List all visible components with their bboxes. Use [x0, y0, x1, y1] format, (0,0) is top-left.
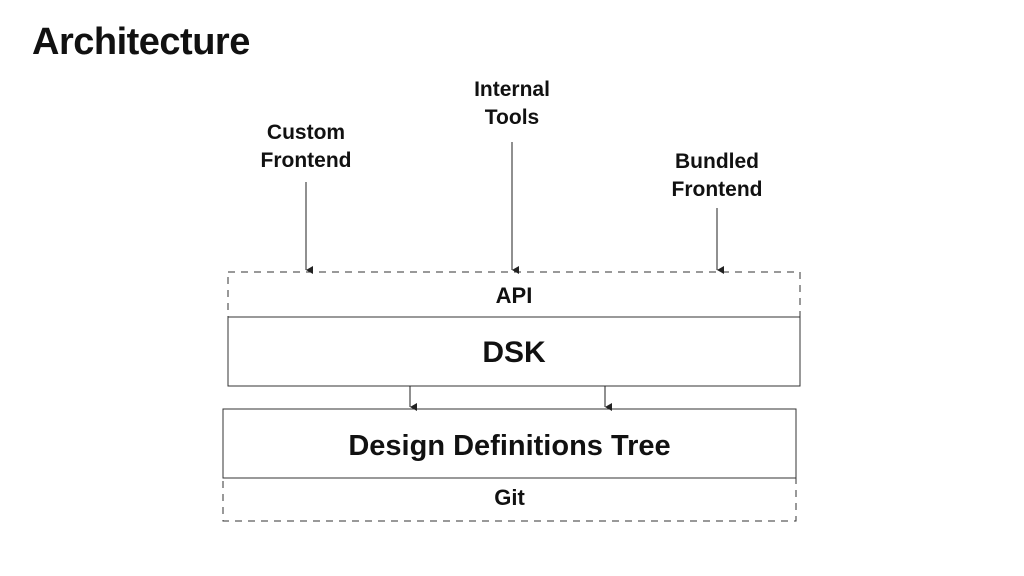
dsk-label: DSK — [482, 336, 546, 369]
api-label: API — [495, 283, 533, 308]
custom-frontend-label: Custom Frontend — [260, 121, 352, 172]
git-label: Git — [494, 485, 525, 510]
dsk-box — [227, 316, 801, 387]
bundled-frontend-label: Bundled Frontend — [671, 150, 763, 201]
design-definitions-tree-label: Design Definitions Tree — [348, 430, 671, 462]
internal-tools-label: Internal Tools — [474, 78, 550, 129]
design-definitions-tree-box — [222, 408, 797, 479]
slide-title: Architecture — [32, 21, 250, 63]
